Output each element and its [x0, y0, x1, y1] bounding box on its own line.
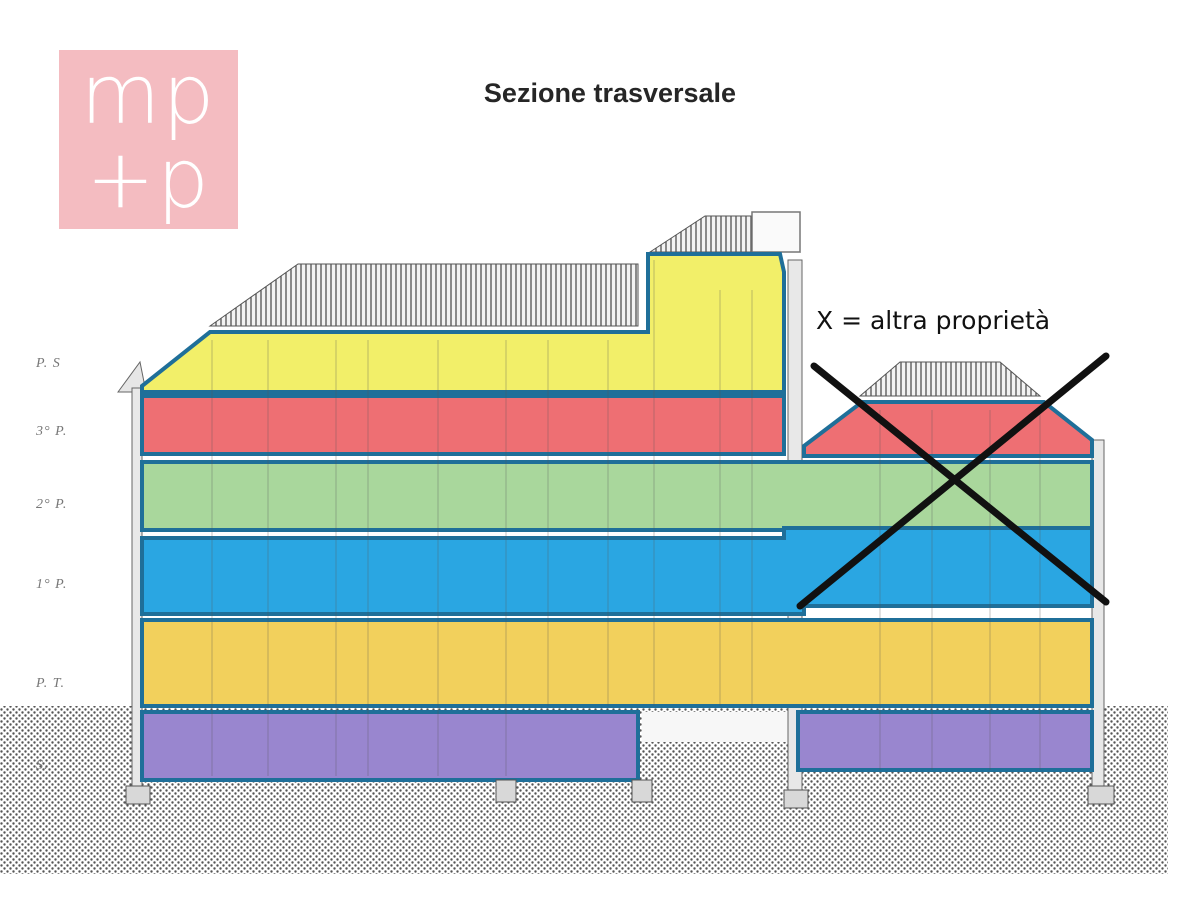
level-label-attic: P. S: [36, 356, 61, 371]
cross-mark: [796, 352, 1110, 610]
third-floor-right-band: [802, 400, 1094, 458]
logo-line-2: +p: [86, 132, 211, 227]
basement-left-band: [140, 710, 640, 782]
level-label-second: 2° P.: [36, 497, 68, 512]
courtyard-gap: [642, 712, 794, 742]
level-label-ground: P. T.: [36, 676, 65, 691]
chimney: [751, 211, 801, 253]
right-roof: [858, 361, 1042, 397]
level-label-basement: S.: [36, 758, 49, 773]
main-roof: [208, 263, 639, 327]
third-floor-band: [140, 394, 786, 456]
level-label-first: 1° P.: [36, 577, 68, 592]
level-label-third: 3° P.: [36, 424, 68, 439]
basement-right-band: [796, 710, 1094, 772]
logo-line-1: mp: [80, 48, 217, 143]
attic-floor-band: [140, 252, 786, 394]
ground-floor-band: [140, 618, 1094, 708]
interior-partitions: [211, 260, 1041, 776]
page-title: Sezione trasversale: [483, 78, 737, 108]
footings: [125, 779, 1115, 809]
first-floor-band: [140, 526, 1094, 616]
legend-note: X = altra proprietà: [816, 306, 1051, 335]
logo: mp +p: [59, 50, 238, 229]
